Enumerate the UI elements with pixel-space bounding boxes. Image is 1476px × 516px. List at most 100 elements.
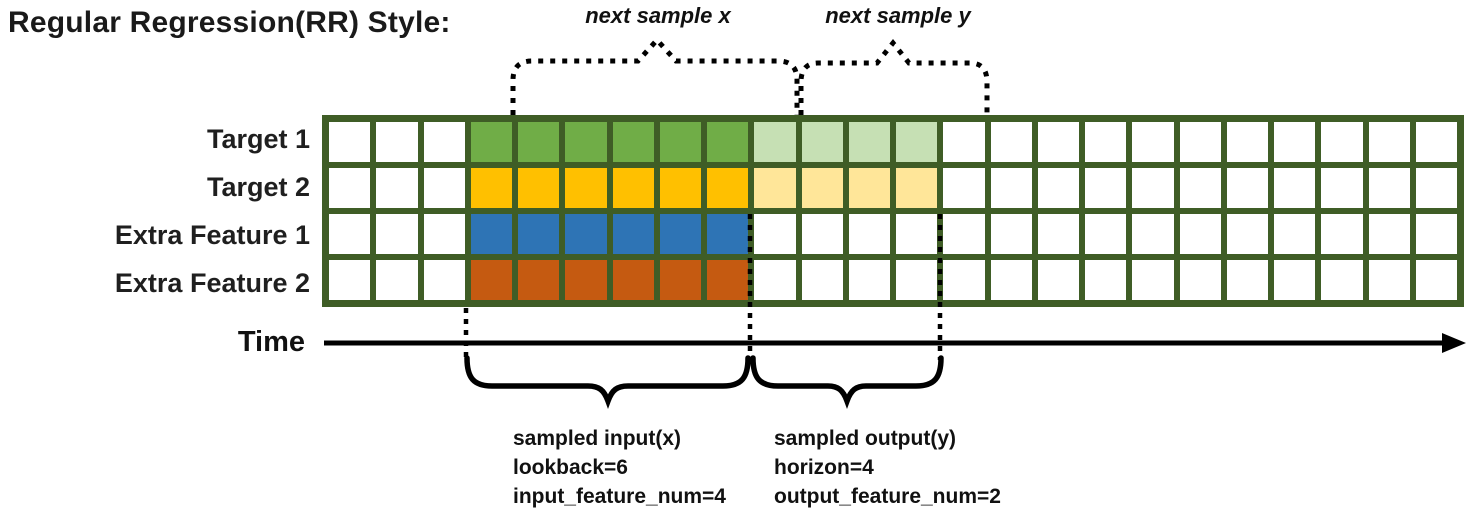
grid-cell-r3-c18-empty [1132, 214, 1174, 254]
grid-cell-r1-c8-input [659, 122, 701, 162]
grid-cell-r2-c24-empty [1415, 168, 1457, 208]
grid-cell-r3-c3-empty [423, 214, 465, 254]
time-axis-arrow [324, 333, 1466, 353]
grid-cell-r1-c21-empty [1274, 122, 1316, 162]
grid-cell-r2-c16-empty [1037, 168, 1079, 208]
next-sample-y-brace [798, 38, 990, 115]
grid-cell-r3-c19-empty [1179, 214, 1221, 254]
grid-cell-r4-c5-input [518, 260, 560, 300]
grid-cell-r4-c8-input [659, 260, 701, 300]
grid-cell-r3-c9-input [707, 214, 749, 254]
grid-cell-r4-c24-empty [1415, 260, 1457, 300]
grid-cell-r3-c8-input [659, 214, 701, 254]
sampled-output-note: sampled output(y) horizon=4 output_featu… [774, 424, 1001, 511]
grid-cell-r4-c15-empty [990, 260, 1032, 300]
grid-cell-r4-c20-empty [1226, 260, 1268, 300]
grid-cell-r1-c10-output [754, 122, 796, 162]
grid-cell-r1-c13-output [896, 122, 938, 162]
grid-cell-r3-c16-empty [1037, 214, 1079, 254]
grid-cell-r1-c9-input [707, 122, 749, 162]
grid-cell-r2-c17-empty [1085, 168, 1127, 208]
grid-cell-r2-c4-input [470, 168, 512, 208]
grid-cell-r2-c21-empty [1274, 168, 1316, 208]
grid-cell-r1-c6-input [565, 122, 607, 162]
grid-cell-r4-c12-empty [848, 260, 890, 300]
grid-cell-r4-c16-empty [1037, 260, 1079, 300]
grid-cell-r3-c12-empty [848, 214, 890, 254]
grid-cell-r2-c23-empty [1368, 168, 1410, 208]
grid-cell-r2-c7-input [612, 168, 654, 208]
grid-cell-r2-c20-empty [1226, 168, 1268, 208]
grid-cell-r2-c22-empty [1321, 168, 1363, 208]
page-title: Regular Regression(RR) Style: [8, 6, 451, 39]
grid-cell-r1-c18-empty [1132, 122, 1174, 162]
grid-cell-r4-c21-empty [1274, 260, 1316, 300]
sampled-output-brace [750, 355, 944, 410]
sampled-output-line2: horizon=4 [774, 456, 874, 479]
grid-cell-r2-c11-output [801, 168, 843, 208]
grid-cell-r3-c15-empty [990, 214, 1032, 254]
grid-cell-r1-c4-input [470, 122, 512, 162]
next-sample-x-brace [510, 36, 800, 115]
grid-cell-r4-c11-empty [801, 260, 843, 300]
sampled-input-line3: input_feature_num=4 [513, 485, 726, 508]
grid-cell-r3-c17-empty [1085, 214, 1127, 254]
grid-cell-r2-c14-empty [943, 168, 985, 208]
grid-cell-r4-c19-empty [1179, 260, 1221, 300]
grid-cell-r1-c17-empty [1085, 122, 1127, 162]
row-label-4: Extra Feature 2 [114, 268, 310, 298]
grid-cell-r3-c14-empty [943, 214, 985, 254]
grid-cell-r4-c23-empty [1368, 260, 1410, 300]
grid-cell-r1-c5-input [518, 122, 560, 162]
grid-cell-r1-c1-empty [329, 122, 371, 162]
grid-cell-r1-c7-input [612, 122, 654, 162]
grid-cell-r2-c9-input [707, 168, 749, 208]
grid-cell-r1-c20-empty [1226, 122, 1268, 162]
grid-cell-r3-c23-empty [1368, 214, 1410, 254]
grid-cell-r2-c3-empty [423, 168, 465, 208]
sample-grid [322, 115, 1464, 307]
grid-cell-r4-c7-input [612, 260, 654, 300]
sampled-input-brace [464, 355, 751, 410]
grid-cell-r1-c23-empty [1368, 122, 1410, 162]
grid-cell-r4-c17-empty [1085, 260, 1127, 300]
grid-cell-r3-c21-empty [1274, 214, 1316, 254]
sampled-output-line1: sampled output(y) [774, 427, 956, 450]
grid-cell-r1-c3-empty [423, 122, 465, 162]
grid-cell-r4-c13-empty [896, 260, 938, 300]
grid-cell-r3-c2-empty [376, 214, 418, 254]
grid-cell-r3-c11-empty [801, 214, 843, 254]
grid-cell-r3-c5-input [518, 214, 560, 254]
grid-cell-r1-c24-empty [1415, 122, 1457, 162]
next-sample-x-label: next sample x [585, 3, 731, 28]
sampled-input-line1: sampled input(x) [513, 427, 682, 450]
grid-cell-r2-c19-empty [1179, 168, 1221, 208]
grid-cell-r2-c5-input [518, 168, 560, 208]
grid-cell-r1-c19-empty [1179, 122, 1221, 162]
grid-cell-r4-c9-input [707, 260, 749, 300]
grid-cell-r4-c10-empty [754, 260, 796, 300]
sampled-output-line3: output_feature_num=2 [774, 485, 1001, 508]
grid-cell-r2-c8-input [659, 168, 701, 208]
grid-cell-r3-c6-input [565, 214, 607, 254]
grid-cell-r1-c16-empty [1037, 122, 1079, 162]
grid-cell-r4-c4-input [470, 260, 512, 300]
grid-cell-r2-c10-output [754, 168, 796, 208]
grid-cell-r3-c7-input [612, 214, 654, 254]
grid-cell-r3-c1-empty [329, 214, 371, 254]
grid-cell-r4-c22-empty [1321, 260, 1363, 300]
grid-cell-r1-c11-output [801, 122, 843, 162]
grid-cell-r4-c6-input [565, 260, 607, 300]
grid-cell-r2-c13-output [896, 168, 938, 208]
grid-cell-r2-c15-empty [990, 168, 1032, 208]
next-sample-y-label: next sample y [825, 3, 971, 28]
grid-cell-r4-c3-empty [423, 260, 465, 300]
row-label-3: Extra Feature 1 [114, 220, 310, 250]
grid-cell-r3-c24-empty [1415, 214, 1457, 254]
sampled-input-line2: lookback=6 [513, 456, 628, 479]
grid-cell-r1-c15-empty [990, 122, 1032, 162]
grid-cell-r1-c22-empty [1321, 122, 1363, 162]
grid-cell-r4-c1-empty [329, 260, 371, 300]
